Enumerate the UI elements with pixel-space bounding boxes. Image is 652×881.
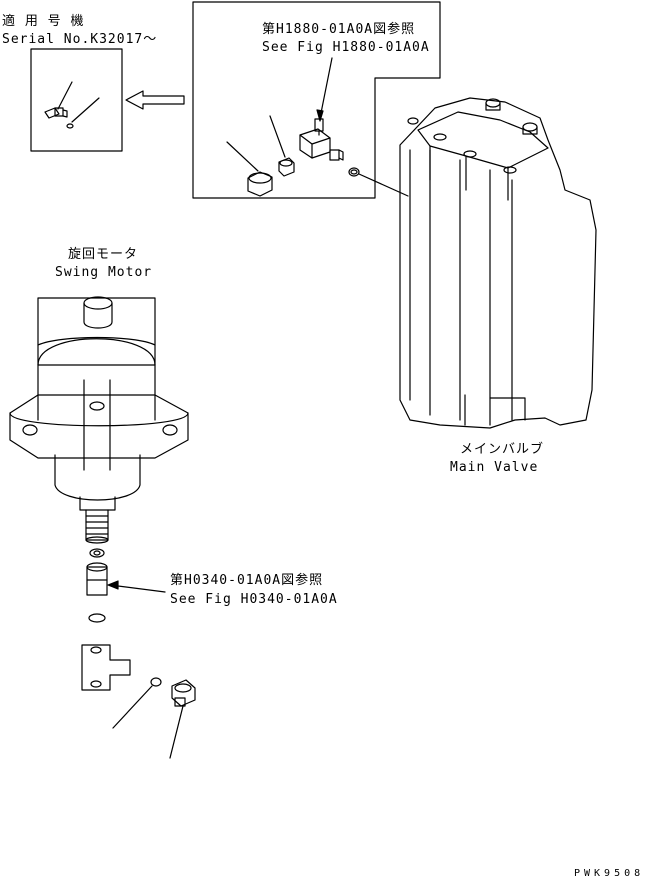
ref-main-valve-jp: 第H1880-01A0A図参照 xyxy=(262,22,416,37)
reference-box xyxy=(193,2,440,198)
serial-note-en: Serial No.K32017～ xyxy=(2,32,158,47)
ref-main-valve-en: See Fig H1880-01A0A xyxy=(262,40,430,55)
drawing-code: PWK9508 xyxy=(574,868,645,879)
serial-inset-box xyxy=(31,49,122,151)
swing-motor-drawing xyxy=(10,297,188,543)
serial-note-jp: 適 用 号 機 xyxy=(2,14,85,29)
inset-arrow xyxy=(126,91,184,109)
main-valve-label-en: Main Valve xyxy=(450,460,539,475)
main-valve-drawing xyxy=(400,98,596,428)
main-valve-label-jp: メインバルブ xyxy=(460,442,545,457)
lower-fittings xyxy=(82,549,195,758)
ref-swing-en: See Fig H0340-01A0A xyxy=(170,592,338,607)
swing-motor-label-en: Swing Motor xyxy=(55,265,153,280)
swing-motor-label-jp: 旋回モータ xyxy=(68,247,139,262)
ref-swing-jp: 第H0340-01A0A図参照 xyxy=(170,573,324,588)
